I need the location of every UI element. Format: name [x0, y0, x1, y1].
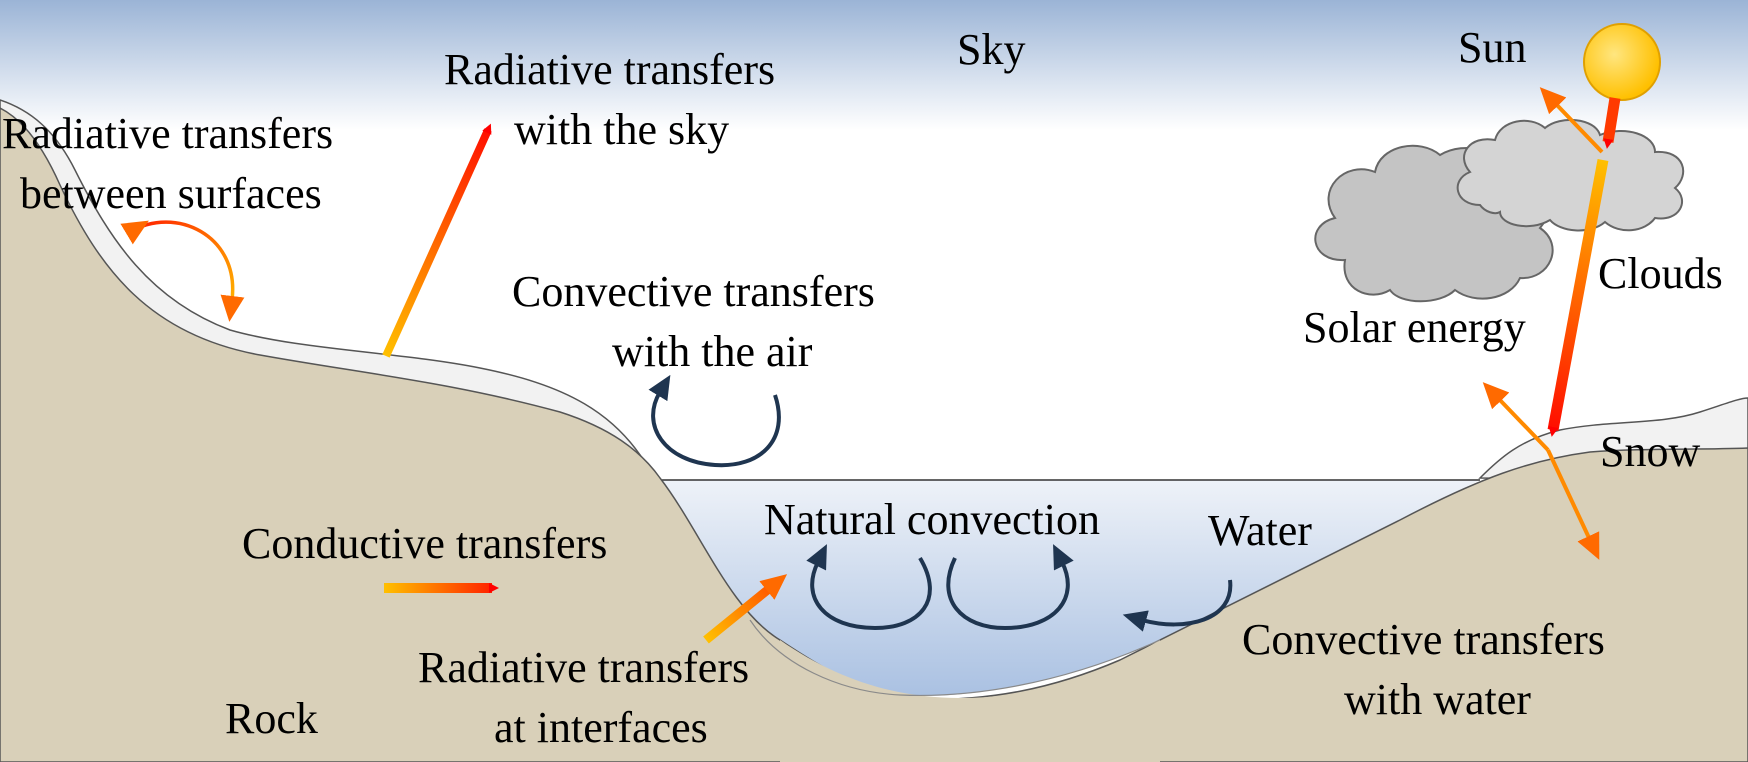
radiative-interfaces-arrow [703, 574, 788, 644]
conductive-transfers-label: Conductive transfers [242, 519, 607, 568]
convective-water-arrow [1122, 579, 1233, 632]
convective-air-label-line1: Convective transfers [512, 267, 875, 316]
convective-water-label-line2: with water [1344, 675, 1531, 724]
water-label: Water [1208, 506, 1312, 555]
radiative-between-label-line2: between surfaces [20, 169, 322, 218]
solar-energy-label: Solar energy [1303, 303, 1526, 352]
water-bottom-line [749, 619, 1161, 696]
radiative-sky-arrow [382, 123, 492, 358]
clouds-label: Clouds [1598, 249, 1723, 298]
radiative-between-surfaces-arrow [120, 220, 245, 322]
snow-reflection-arrow [1482, 382, 1550, 452]
convective-air-label-line2: with the air [612, 327, 813, 376]
cloud-front-icon [1456, 118, 1685, 232]
radiative-sky-label-line1: Radiative transfers [444, 45, 775, 94]
snow-label: Snow [1600, 427, 1700, 476]
sky-label: Sky [957, 25, 1025, 74]
left-rock-hill [0, 107, 951, 762]
solar-energy-arrow [1547, 158, 1609, 437]
sun-icon [1583, 23, 1661, 101]
sky-background [0, 0, 1748, 130]
convective-air-arrow [648, 374, 781, 468]
cloud-reflection-arrow [1539, 87, 1604, 154]
valley-floor [780, 640, 1160, 762]
radiative-between-label-line1: Radiative transfers [2, 109, 333, 158]
sun-label: Sun [1458, 23, 1526, 72]
radiative-interfaces-label-line2: at interfaces [494, 703, 708, 752]
natural-convection-label: Natural convection [764, 495, 1100, 544]
radiative-interfaces-label-line1: Radiative transfers [418, 643, 749, 692]
radiative-sky-label-line2: with the sky [514, 105, 729, 154]
sun-to-cloud-arrow [1602, 97, 1621, 149]
convective-water-label-line1: Convective transfers [1242, 615, 1605, 664]
natural-convection-loop-left [806, 544, 932, 631]
snow-penetration-arrow [1546, 449, 1600, 560]
rock-label: Rock [225, 694, 318, 743]
natural-convection-loop-right [946, 544, 1074, 631]
